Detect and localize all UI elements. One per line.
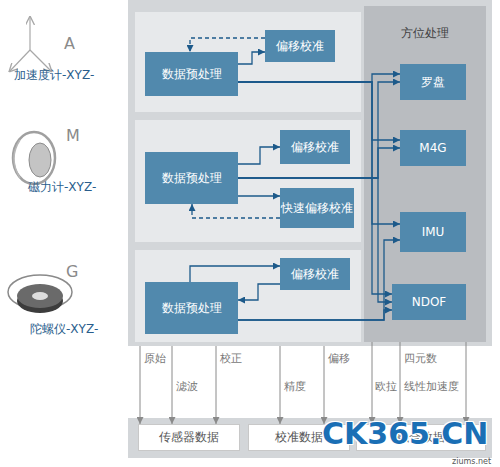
output-arrow [216, 346, 217, 424]
output-box: 校准数据 [248, 424, 350, 451]
node-text: 传感器数据 [159, 430, 219, 444]
watermark: CK365.CN [322, 416, 488, 452]
gyro-disk [17, 284, 63, 308]
output-label: 原始 [144, 352, 166, 365]
magnetometer-icon [13, 132, 55, 184]
data-flow-arrow [238, 82, 392, 294]
process-box: 罗盘 [400, 64, 466, 100]
process-box: NDOF [392, 284, 466, 320]
output-arrow [280, 346, 281, 424]
gyro-hub [32, 292, 48, 300]
sensor-letter: A [64, 34, 75, 53]
data-flow-arrow [238, 148, 400, 178]
output-arrow [466, 342, 467, 424]
node-text: 偏移校准 [291, 267, 339, 281]
output-box: 传感器数据 [138, 424, 240, 451]
edge-label: 线性加速度 [404, 380, 459, 393]
data-flow-arrow [238, 195, 280, 196]
main-panel [128, 0, 492, 346]
data-flow-arrow [190, 266, 280, 282]
watermark: ziums.net [452, 457, 491, 467]
output-arrow [172, 346, 173, 424]
sensor-row-panel [135, 250, 361, 342]
sensor-name: 磁力计-XYZ- [28, 180, 96, 194]
node-text: 偏移校准 [291, 140, 339, 154]
process-box: M4G [400, 130, 466, 166]
node-text: M4G [419, 141, 446, 155]
sensor-row-panel [135, 120, 361, 242]
sensor-name: 加速度计-XYZ- [14, 68, 94, 82]
output-label: 校正 [220, 352, 242, 365]
gyro-ring [8, 275, 72, 309]
sensor-row-panel [135, 12, 361, 112]
node-text: 快速偏移校准 [281, 201, 353, 215]
data-flow-arrow [238, 240, 400, 320]
node-text: IMU [422, 225, 445, 239]
data-flow-arrow [238, 310, 392, 320]
node-text: 融合数据 [397, 430, 445, 444]
sensor-letter: M [66, 126, 80, 145]
node-text: 罗盘 [421, 75, 445, 89]
gyroscope-icon [8, 275, 72, 313]
node-text: 数据预处理 [162, 67, 222, 81]
data-flow-arrow [238, 82, 400, 224]
axis-arrow [30, 50, 52, 72]
sensor-letter: G [66, 262, 78, 281]
edge-label: 四元数 [404, 352, 437, 365]
sensor-name: 陀螺仪-XYZ- [30, 322, 98, 336]
output-label: 偏移 [328, 352, 350, 365]
data-flow-arrow [238, 82, 400, 178]
node-text: 方位处理 [401, 26, 449, 40]
data-flow-arrow [238, 284, 280, 300]
data-flow-arrow [238, 147, 280, 164]
data-flow-arrow [238, 52, 265, 64]
axis-arrow [29, 16, 30, 50]
process-box: 数据预处理 [145, 52, 238, 96]
output-arrow [372, 342, 373, 424]
magnet-ring [13, 132, 55, 184]
data-flow-arrow [190, 38, 265, 52]
process-box: 偏移校准 [280, 258, 350, 290]
data-flow-arrow [238, 82, 400, 140]
process-box: 数据预处理 [145, 152, 238, 204]
node-text: 数据预处理 [162, 171, 222, 185]
node-text: 数据预处理 [162, 301, 222, 315]
output-label: 精度 [284, 380, 306, 393]
data-flow-arrow [238, 74, 400, 82]
node-text: 校准数据 [275, 430, 323, 444]
process-box: 偏移校准 [265, 30, 335, 62]
output-label: 滤波 [176, 380, 198, 393]
output-box: 融合数据 [356, 424, 486, 451]
field-line [14, 140, 20, 178]
output-arrow [400, 342, 401, 424]
process-box: 偏移校准 [280, 130, 350, 164]
node-text: NDOF [412, 295, 447, 309]
edge-label: 欧拉 [375, 380, 397, 393]
data-flow-arrow [238, 178, 392, 302]
orientation-panel: 方位处理罗盘 M4G IMU NDOF [364, 6, 486, 342]
axis-arrow [9, 50, 30, 72]
accelerometer-icon [9, 16, 52, 72]
process-box: 数据预处理 [145, 282, 238, 334]
data-flow-arrow [192, 204, 280, 218]
magnet-core [29, 143, 51, 177]
output-strip [128, 418, 492, 458]
output-arrow [140, 346, 141, 424]
process-box: IMU [400, 212, 466, 252]
output-arrow [324, 346, 325, 424]
process-box: 快速偏移校准 [280, 188, 354, 228]
node-text: 偏移校准 [276, 39, 324, 53]
